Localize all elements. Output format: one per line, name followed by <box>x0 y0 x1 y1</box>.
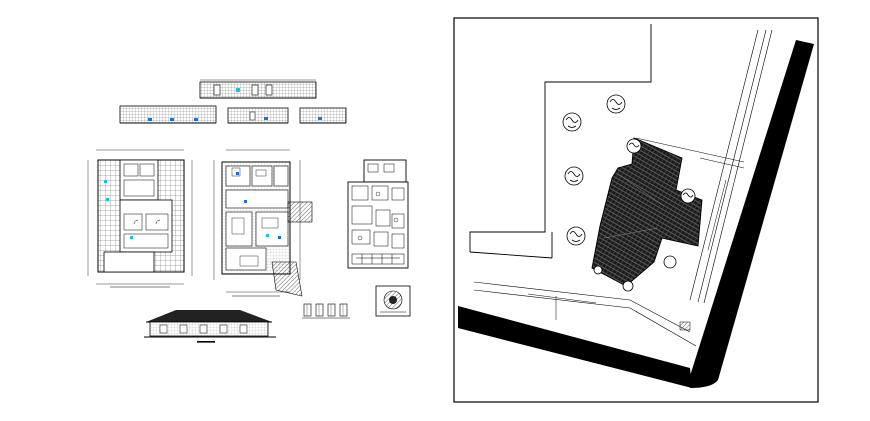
section-strip-right <box>299 107 347 124</box>
elevation-strip-top <box>199 79 317 99</box>
site-plan-panel <box>453 17 819 403</box>
left-sheet-panel <box>87 79 411 343</box>
tree-symbol <box>562 112 582 132</box>
house-roof <box>591 137 703 287</box>
road-lines <box>473 29 773 347</box>
road-band-corner <box>690 372 718 388</box>
site-marker-symbol <box>679 321 691 331</box>
property-boundary <box>469 24 652 259</box>
tree-symbol <box>593 255 677 292</box>
road-band-bottom <box>458 306 692 388</box>
tree-symbol <box>680 188 696 204</box>
front-elevation <box>144 310 276 343</box>
site-trees <box>562 94 696 292</box>
tree-symbol <box>566 226 586 246</box>
door-window-details <box>302 303 350 319</box>
plumbing-detail-plan <box>347 159 409 269</box>
section-strip-middle <box>227 107 289 124</box>
symbol-detail <box>375 285 411 317</box>
floor-plan-furnished <box>213 149 313 297</box>
tree-symbol <box>626 138 642 154</box>
tree-symbol <box>564 166 584 186</box>
tree-symbol <box>606 94 626 114</box>
road-band-right <box>690 40 814 388</box>
section-strip-left <box>119 105 217 124</box>
floor-plan-ground <box>87 149 193 288</box>
dimension-lines <box>527 137 745 320</box>
